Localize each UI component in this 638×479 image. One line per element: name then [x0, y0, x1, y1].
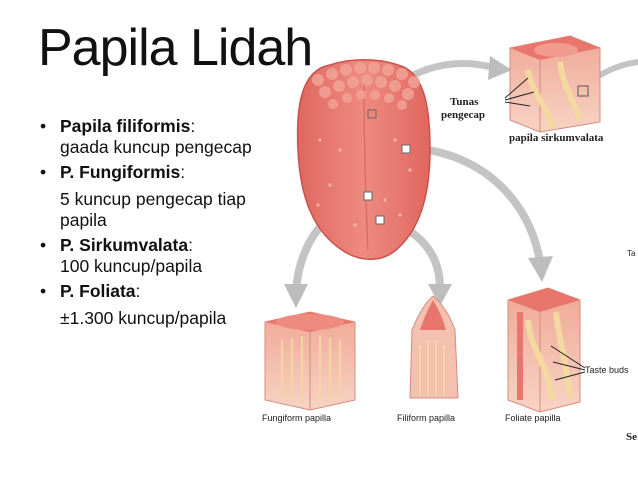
label-circumvallate: papila sirkumvalata: [509, 132, 604, 144]
bullet-desc: gaada kuncup pengecap: [60, 137, 252, 157]
bullet-item-fungiformis: P. Fungiformis: 5 kuncup pengecap tiap p…: [38, 162, 268, 231]
label-foliate: Foliate papilla: [505, 413, 561, 423]
bullet-sep: :: [188, 235, 193, 255]
fungiform-papilla-block: [264, 311, 356, 411]
bullet-title: Papila filiformis: [60, 116, 191, 136]
label-taste-buds: Taste buds: [585, 365, 629, 375]
bullet-sep: :: [190, 116, 196, 136]
bullet-title: P. Sirkumvalata: [60, 235, 189, 255]
bullet-desc: ±1.300 kuncup/papila: [60, 308, 227, 328]
label-edge-se: Se: [626, 431, 637, 443]
bullet-title: P. Fungiformis: [60, 162, 181, 182]
bullet-desc: 100 kuncup/papila: [60, 256, 203, 276]
bullet-list: Papila filiformis: gaada kuncup pengecap…: [38, 116, 268, 333]
label-fungiform: Fungiform papilla: [262, 413, 332, 423]
foliate-papilla-block: [507, 287, 586, 413]
bullet-sep: :: [180, 162, 186, 182]
filiform-papilla-block: [409, 295, 459, 399]
tongue-shape: [296, 59, 431, 260]
bullet-item-foliata: P. Foliata: ±1.300 kuncup/papila: [38, 281, 268, 329]
label-filiform: Filiform papilla: [397, 413, 456, 423]
bullet-sep: :: [135, 281, 141, 301]
label-pengecap: pengecap: [441, 109, 485, 121]
slide-title: Papila Lidah: [38, 19, 313, 77]
bullet-title: P. Foliata: [60, 281, 136, 301]
bullet-item-filiformis: Papila filiformis: gaada kuncup pengecap: [38, 116, 268, 158]
label-tunas: Tunas: [450, 96, 479, 108]
arrow-to-foliate: [402, 144, 553, 282]
circumvallate-papilla-block: [504, 35, 601, 133]
bullet-desc: 5 kuncup pengecap tiap papila: [60, 189, 246, 230]
label-edge-ta: Ta: [627, 249, 636, 258]
bullet-item-sirkumvalata: P. Sirkumvalata: 100 kuncup/papila: [38, 235, 268, 277]
